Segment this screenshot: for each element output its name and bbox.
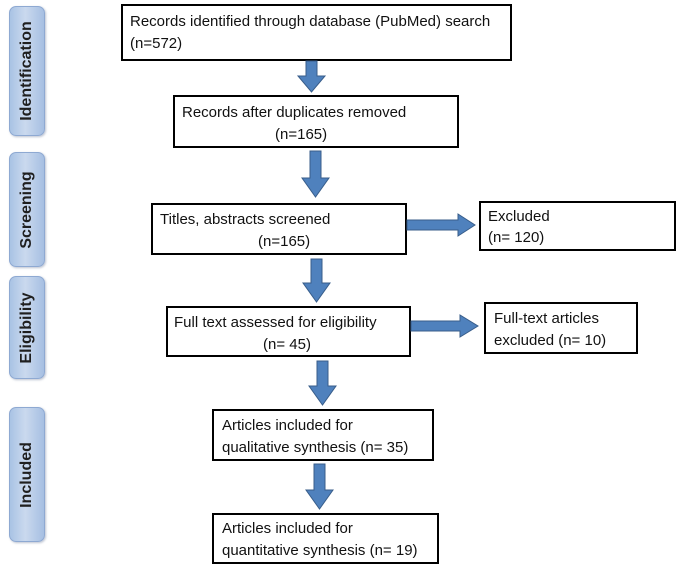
qualitative-synthesis-count: qualitative synthesis (n= 35) xyxy=(222,439,409,456)
excluded-box: Excluded (n= 120) xyxy=(479,201,676,251)
excluded-count: (n= 120) xyxy=(488,229,545,246)
full-text-excluded-box: Full-text articles excluded (n= 10) xyxy=(484,302,638,354)
titles-screened-count: (n=165) xyxy=(258,233,311,250)
excluded-text: Excluded xyxy=(488,208,550,225)
duplicates-removed-count: (n=165) xyxy=(275,126,328,143)
full-text-excluded-count: excluded (n= 10) xyxy=(494,332,607,349)
full-text-excluded-text: Full-text articles xyxy=(494,310,600,327)
quantitative-synthesis-text: Articles included for xyxy=(222,520,353,537)
arrow-down-3 xyxy=(302,258,331,303)
qualitative-synthesis-text: Articles included for xyxy=(222,417,353,434)
phase-screening: Screening xyxy=(9,152,45,267)
arrow-right-full-text-excluded xyxy=(410,314,479,338)
arrow-down-1 xyxy=(296,60,327,93)
phase-eligibility: Eligibility xyxy=(9,276,45,379)
full-text-assessed-box: Full text assessed for eligibility (n= 4… xyxy=(166,306,411,357)
arrow-down-4 xyxy=(308,360,337,406)
records-identified-count: (n=572) xyxy=(130,35,183,52)
arrow-down-2 xyxy=(301,150,330,198)
quantitative-synthesis-box: Articles included for quantitative synth… xyxy=(212,513,439,564)
duplicates-removed-box: Records after duplicates removed (n=165) xyxy=(173,95,459,148)
duplicates-removed-text: Records after duplicates removed xyxy=(182,104,407,121)
records-identified-text: Records identified through database (Pub… xyxy=(130,13,491,30)
full-text-assessed-count: (n= 45) xyxy=(263,336,311,353)
phase-identification: Identification xyxy=(9,6,45,136)
titles-screened-text: Titles, abstracts screened xyxy=(160,211,331,228)
quantitative-synthesis-count: quantitative synthesis (n= 19) xyxy=(222,542,418,559)
arrow-right-excluded xyxy=(406,213,476,237)
arrow-down-5 xyxy=(305,463,334,510)
qualitative-synthesis-box: Articles included for qualitative synthe… xyxy=(212,409,434,461)
records-identified-box: Records identified through database (Pub… xyxy=(121,4,512,61)
full-text-assessed-text: Full text assessed for eligibility xyxy=(174,314,377,331)
titles-screened-box: Titles, abstracts screened (n=165) xyxy=(151,203,407,255)
phase-included: Included xyxy=(9,407,45,542)
